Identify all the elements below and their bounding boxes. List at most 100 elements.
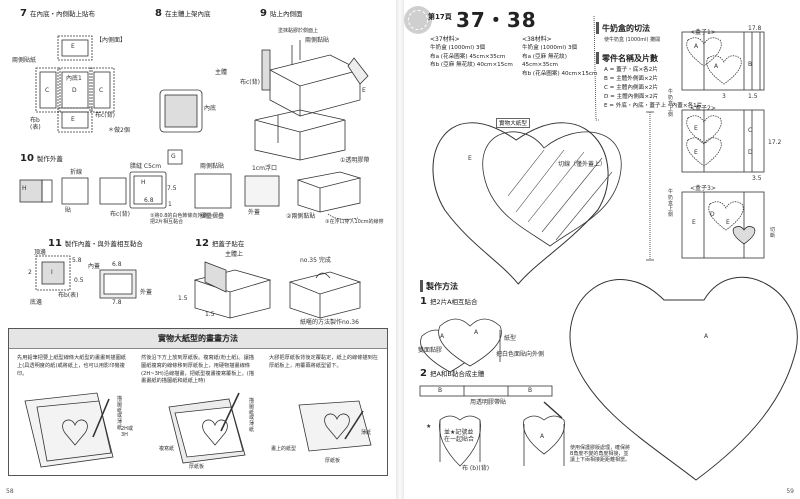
step-12-number: 12 [195, 238, 209, 249]
step2-a: A [540, 433, 545, 440]
right-page-illustrations [419, 15, 798, 481]
step1-note: 把白色面貼向外側 [496, 351, 545, 358]
box2-dim-172: 17.2 [768, 139, 782, 146]
step1-a2: A [474, 329, 479, 336]
step11-i: I [51, 269, 53, 276]
material-37-item: 牛奶盒 (1000ml) 3個 [430, 45, 486, 51]
right-step-2-number: 2 [420, 368, 427, 379]
heading-tick-icon [596, 52, 599, 64]
net-label-d: D [72, 87, 77, 94]
step10-outer-lid: 外蓋 [248, 209, 261, 216]
real-size-pattern-heading: 實物大紙型 [496, 118, 530, 128]
step11-05: 0.5 [74, 277, 84, 284]
step-11-heading: 11 製作內蓋・與外蓋相互黏合 [48, 238, 143, 249]
left-page-illustrations [19, 35, 369, 319]
tip-lbl-copy: 複寫紙 [159, 446, 175, 452]
step-7-heading: 7 在內底・內側黏上貼布 [20, 8, 95, 19]
tip-box-header: 實物大紙型的畫畫方法 [9, 329, 387, 349]
materials-37-list: 牛奶盒 (1000ml) 3個 布a (花朵圖案) 45cm×35cm 布b (… [430, 44, 513, 70]
heart-cut-note: 切線（僅外蓋上） [558, 161, 607, 168]
step1-paper: 紙型 [504, 335, 517, 342]
parts-item: C = 主體內側面×2片 [604, 84, 658, 91]
box2-letter-e2: E [694, 149, 698, 156]
box1-letter-a2: A [714, 63, 719, 70]
heading-tick-icon [596, 22, 599, 34]
parts-item: B = 主體外側面×2片 [604, 75, 658, 82]
box3-heading: <盒子3> [690, 185, 716, 192]
materials-37-heading: <37材料> [430, 36, 460, 43]
step-8-text: 在主體上架內底 [164, 10, 211, 18]
net-bottom-e [61, 111, 89, 129]
step10-h2: H [141, 179, 146, 186]
step-10-text: 製作外蓋 [36, 155, 63, 163]
step10-cut-tape: ①透明膠帶 [340, 157, 370, 164]
tip-lbl-tracing: 描圖紙或薄紙 [117, 396, 123, 431]
box1-dim-178: 17.8 [748, 25, 762, 32]
material-37-item: 布a (花朵圖案) 45cm×35cm [430, 53, 506, 60]
right-step-2-heading: 2 把A和B黏合成主體 [420, 368, 484, 379]
tip-para-1: 先用鉛筆把要上紙型線條大紙型的畫畫到描圖紙上(具透明度的紙)或將紙上，也可以用影… [17, 355, 126, 377]
net-right-c [93, 71, 111, 109]
tip-box-title: 實物大紙型的畫畫方法 [158, 334, 238, 343]
right-step-1-text: 把2片A相互貼合 [429, 298, 478, 306]
materials-38-list: 牛奶盒 (1000ml) 3個 布a (亞麻 無花紋) 45cm×35cm 布b… [522, 44, 597, 79]
step-9-heading: 9 貼上內側面 [260, 8, 302, 19]
parts-item: A = 蓋子・底×各2片 [604, 67, 658, 73]
parts-list: A = 蓋子・底×各2片 B = 主體外側面×2片 C = 主體內側面×2片 D… [604, 66, 702, 111]
step11-outer-lid: 外蓋 [140, 289, 153, 296]
box2-letter-e1: E [694, 125, 698, 132]
tip-para-3: 大膠把厚紙板背後定覆黏定，紙上的線條描到在厚紙板上，用覆幕將紙型留下。 [269, 355, 378, 369]
box2-dim-35: 3.5 [752, 175, 762, 182]
book-gutter [396, 0, 404, 499]
cut-method-title: 牛奶盒的切法 [602, 23, 650, 33]
net-label-note: ＊做2個 [108, 127, 130, 134]
step2-note2: 使用保護膠版處理，確保將B角度不變的角度相接，並讓上下兩相接距距離相當。 [570, 445, 631, 463]
right-page-number: 59 [786, 488, 794, 495]
step11-fabric-b: 布b(表) [58, 292, 79, 299]
step-9-number: 9 [260, 8, 267, 19]
step9-main-body: 主體 [215, 69, 228, 76]
step2-b2: B [528, 387, 533, 394]
heart-e-label: E [468, 155, 472, 162]
step12-body: 主體上 [225, 251, 244, 258]
box1-heading: <盒子1> [690, 29, 716, 36]
heart-pattern-e [432, 122, 609, 285]
tip-lbl-paper-line: 畫上的紙型 [271, 446, 297, 452]
step2-note: 並★記號並在一起貼合 [444, 429, 475, 443]
step-8-number: 8 [155, 8, 162, 19]
left-page-number: 58 [6, 488, 14, 495]
step11-68: 6.8 [112, 261, 122, 268]
box2-heading: <盒子2> [690, 105, 716, 112]
net-label-e-top: E [71, 43, 75, 50]
step12-done: no.35 完成 [300, 257, 331, 264]
heading-tick-icon [420, 280, 423, 292]
box3-letter-d: D [710, 211, 715, 218]
right-step-2-text: 把A和B黏合成主體 [429, 370, 485, 378]
step10-paste: 貼 [65, 207, 72, 214]
box2-letter-c: C [748, 127, 753, 134]
step10-mid-paste: 腊縫 C5cm [130, 163, 162, 170]
step2-b1: B [438, 387, 443, 394]
tip-lbl-thin: 薄紙 [361, 430, 372, 436]
step-9-text: 貼上內側面 [269, 10, 303, 18]
page-left: 7 在內底・內側黏上貼布 8 在主體上架內底 9 貼上內側面 E 【內側面】 內… [0, 0, 396, 499]
step9-sticky-side: 塗抹黏膠於側面上 [278, 28, 319, 34]
box1-letter-a1: A [694, 43, 699, 50]
step11-top: 頂邊 [34, 249, 47, 256]
material-38-item: 45cm×35cm [522, 62, 558, 69]
box3-cut: 切斷 [770, 227, 776, 239]
step12-15a: 1.5 [178, 295, 188, 302]
net-label-c-left: C [45, 87, 50, 94]
box1-letter-b: B [748, 61, 753, 68]
box3-letter-e1: E [692, 219, 696, 226]
net-top-e [61, 39, 89, 57]
step-11-number: 11 [48, 238, 62, 249]
step-10-heading: 10 製作外蓋 [20, 153, 63, 164]
cut-method-note: 使牛奶盒 (1000ml) 攤開 [604, 37, 661, 43]
cut-method-heading: 牛奶盒的切法 [596, 22, 650, 34]
step11-58: 5.8 [72, 257, 82, 264]
net-left-c [39, 71, 57, 109]
net-label-fabric-c: 布c(背) [95, 112, 115, 119]
material-38-item: 布a (亞麻 無花紋) [522, 53, 567, 60]
